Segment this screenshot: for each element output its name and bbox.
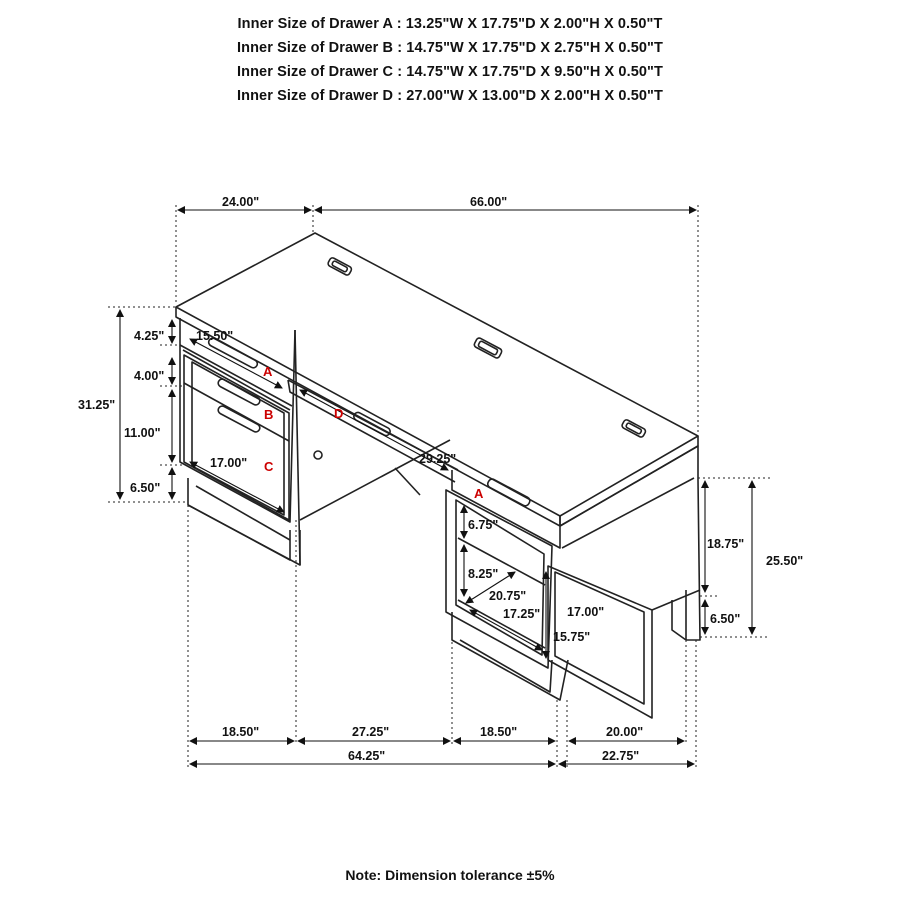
dim-right-open-height: 8.25" bbox=[468, 567, 498, 581]
spec-drawer-b: Inner Size of Drawer B : 14.75"W X 17.75… bbox=[237, 40, 663, 56]
dim-width-top: 66.00" bbox=[470, 195, 507, 209]
dim-left-c-height: 11.00" bbox=[124, 426, 161, 440]
extension-lines bbox=[108, 205, 770, 770]
dim-bottom-left-pedestal: 18.50" bbox=[222, 725, 259, 739]
label-drawer-c: C bbox=[264, 459, 274, 474]
dim-side-upper-height: 18.75" bbox=[707, 537, 744, 551]
spec-drawer-c: Inner Size of Drawer C : 14.75"W X 17.75… bbox=[237, 64, 663, 80]
dim-bottom-side-inner: 20.00" bbox=[606, 725, 643, 739]
dim-center-d-width: 29.25" bbox=[419, 452, 456, 466]
dim-left-base-height: 6.50" bbox=[130, 481, 160, 495]
dim-height-total: 31.25" bbox=[78, 398, 115, 412]
drawer-labels: A B C D A bbox=[263, 364, 484, 501]
dim-bottom-side-total: 22.75" bbox=[602, 749, 639, 763]
dim-right-open-width: 20.75" bbox=[489, 589, 526, 603]
dim-left-a-height: 4.25" bbox=[134, 329, 164, 343]
dim-bottom-right-pedestal: 18.50" bbox=[480, 725, 517, 739]
dim-left-b-height: 4.00" bbox=[134, 369, 164, 383]
label-drawer-a-right: A bbox=[474, 486, 484, 501]
dim-depth-top: 24.00" bbox=[222, 195, 259, 209]
label-drawer-b: B bbox=[264, 407, 273, 422]
dim-side-base-height: 6.50" bbox=[710, 612, 740, 626]
dim-bottom-knee: 27.25" bbox=[352, 725, 389, 739]
dim-right-door-width: 17.00" bbox=[567, 605, 604, 619]
dim-right-door-height: 15.75" bbox=[553, 630, 590, 644]
dim-left-c-depth: 17.00" bbox=[210, 456, 247, 470]
dimension-lines bbox=[116, 206, 756, 768]
label-drawer-a-left: A bbox=[263, 364, 273, 379]
dim-bottom-total: 64.25" bbox=[348, 749, 385, 763]
desk-outline bbox=[175, 232, 701, 719]
dim-left-a-width: 15.50" bbox=[196, 329, 233, 343]
label-drawer-d: D bbox=[334, 406, 343, 421]
drawer-specs: Inner Size of Drawer A : 13.25"W X 17.75… bbox=[0, 12, 900, 108]
dimension-labels: 24.00" 66.00" 31.25" 4.25" 4.00" 11.00" … bbox=[78, 195, 803, 763]
dim-side-total-height: 25.50" bbox=[766, 554, 803, 568]
spec-drawer-a: Inner Size of Drawer A : 13.25"W X 17.75… bbox=[237, 16, 663, 32]
dim-right-open-depth: 17.25" bbox=[503, 607, 540, 621]
dim-right-a-height: 6.75" bbox=[468, 518, 498, 532]
spec-drawer-d: Inner Size of Drawer D : 27.00"W X 13.00… bbox=[237, 88, 663, 104]
tolerance-note: Note: Dimension tolerance ±5% bbox=[345, 867, 555, 883]
